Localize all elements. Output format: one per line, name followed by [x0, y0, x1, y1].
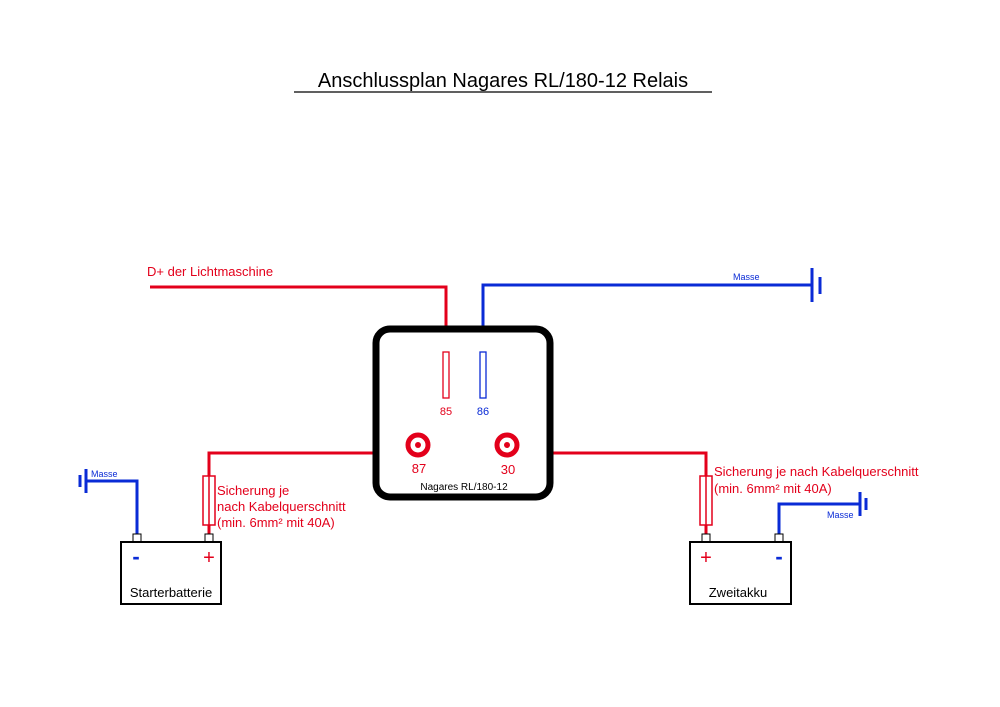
relay-pin-87-label: 87	[412, 461, 426, 476]
label-fuse-left-line2: nach Kabelquerschnitt	[217, 499, 346, 514]
relay-pin-85-label: 85	[440, 406, 452, 418]
label-masse-left: Masse	[91, 469, 118, 479]
battery-left-terminal-minus	[132, 533, 142, 543]
label-fuse-right-line2: (min. 6mm² mit 40A)	[714, 481, 832, 496]
ground-symbol-top	[810, 268, 822, 302]
relay-terminal-30-core	[504, 442, 510, 448]
label-fuse-left-line1: Sicherung je	[217, 483, 289, 498]
wire-right-battery-ground	[777, 502, 860, 535]
relay-terminal-87-core	[415, 442, 421, 448]
battery-left	[120, 541, 222, 605]
battery-right-terminal-plus	[701, 533, 711, 543]
label-fuse-left-line3: (min. 6mm² mit 40A)	[217, 515, 335, 530]
label-masse-right: Masse	[827, 510, 854, 520]
wire-left-battery-ground	[86, 479, 139, 535]
relay-pin-86-blade	[479, 351, 487, 399]
wire-87-to-left-fuse	[207, 451, 418, 476]
ground-symbol-left	[78, 469, 88, 493]
wire-30-to-right-fuse	[507, 451, 708, 476]
battery-left-minus: -	[132, 544, 139, 569]
relay-pin-30-label: 30	[501, 462, 515, 477]
battery-right-name: Zweitakku	[709, 585, 768, 600]
label-masse-top: Masse	[733, 272, 760, 282]
label-d-plus: D+ der Lichtmaschine	[147, 264, 273, 279]
relay-body	[372, 325, 554, 501]
battery-right	[689, 541, 792, 605]
relay-terminal-87	[405, 432, 431, 458]
relay-pin-85-blade	[442, 351, 450, 399]
diagram-title: Anschlussplan Nagares RL/180-12 Relais	[318, 70, 688, 92]
battery-left-name: Starterbatterie	[130, 585, 212, 600]
relay-terminal-30	[494, 432, 520, 458]
label-fuse-right-line1: Sicherung je nach Kabelquerschnitt	[714, 464, 919, 479]
battery-right-plus: +	[700, 547, 712, 569]
battery-right-terminal-minus	[774, 533, 784, 543]
battery-left-terminal-plus	[204, 533, 214, 543]
relay-pin-86-label: 86	[477, 406, 489, 418]
relay-name: Nagares RL/180-12	[420, 482, 508, 493]
ground-symbol-right	[858, 492, 868, 516]
battery-right-minus: -	[775, 544, 782, 569]
battery-left-plus: +	[203, 547, 215, 569]
